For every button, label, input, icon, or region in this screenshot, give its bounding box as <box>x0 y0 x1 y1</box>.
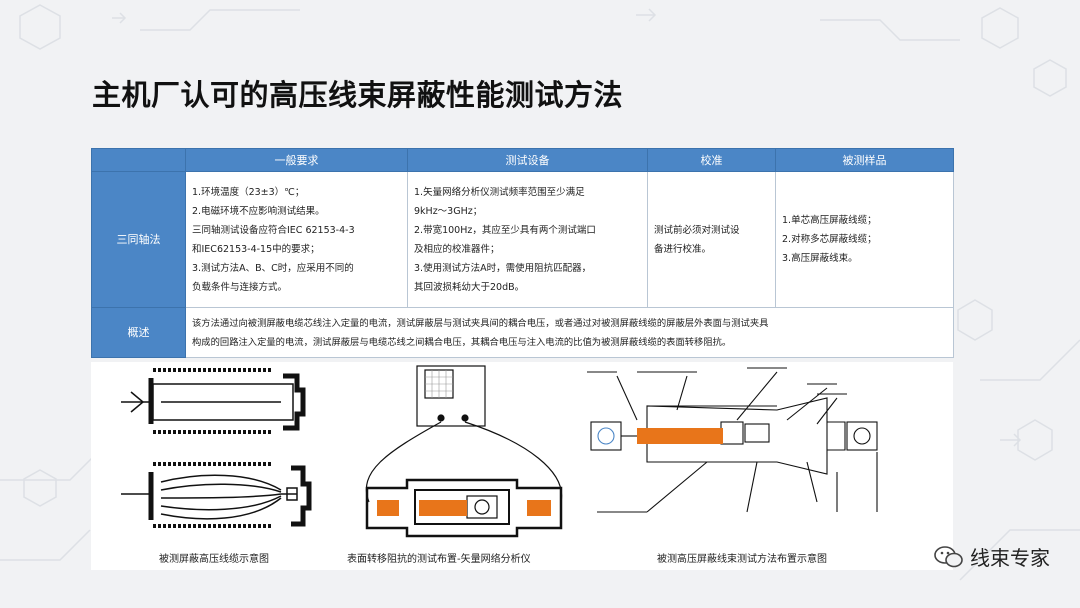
figures-panel: 被测屏蔽高压线缆示意图 表面转移阻抗的测试布置-矢量网络分析仪 <box>91 362 953 570</box>
calibration-cell: 测试前必须对测试设 备进行校准。 <box>647 171 776 308</box>
figure-caption-2: 表面转移阻抗的测试布置-矢量网络分析仪 <box>347 554 531 565</box>
text-line: 该方法通过向被测屏蔽电缆芯线注入定量的电流，测试屏蔽层与测试夹具间的耦合电压，或… <box>192 317 769 329</box>
sample-cell: 1.单芯高压屏蔽线缆； 2.对称多芯屏蔽线缆； 3.高压屏蔽线束。 <box>775 171 954 308</box>
row-label-overview: 概述 <box>91 307 186 358</box>
text-line: 负载条件与连接方式。 <box>192 281 288 293</box>
row-label-triaxial: 三同轴法 <box>91 171 186 308</box>
text-line: 2.电磁环境不应影响测试结果。 <box>192 205 325 217</box>
figure-caption-1: 被测屏蔽高压线缆示意图 <box>159 554 269 565</box>
header-sample: 被测样品 <box>775 148 954 172</box>
text-line: 3.测试方法A、B、C时，应采用不同的 <box>192 262 354 274</box>
text-line: 1.单芯高压屏蔽线缆； <box>782 215 877 226</box>
header-corner <box>91 148 186 172</box>
header-general: 一般要求 <box>185 148 408 172</box>
harness-test-layout-diagram <box>587 367 878 513</box>
text-line: 3.使用测试方法A时，需使用阻抗匹配器， <box>414 262 592 274</box>
text-line: 2.带宽100Hz，其应至少具有两个测试端口 <box>414 224 596 236</box>
text-line: 2.对称多芯屏蔽线缆； <box>782 234 877 245</box>
text-line: 备进行校准。 <box>654 243 712 255</box>
figure-caption-3: 被测高压屏蔽线束测试方法布置示意图 <box>657 554 827 565</box>
text-line: 及相应的校准器件； <box>414 243 500 255</box>
text-line: 3.高压屏蔽线束。 <box>782 253 858 264</box>
transfer-impedance-setup-diagram <box>365 365 563 538</box>
table-header-row: 一般要求 测试设备 校准 被测样品 <box>91 148 954 172</box>
text-line: 三同轴测试设备应符合IEC 62153-4-3 <box>192 224 355 236</box>
table-row: 概述 该方法通过向被测屏蔽电缆芯线注入定量的电流，测试屏蔽层与测试夹具间的耦合电… <box>91 307 954 358</box>
brand-name: 线束专家 <box>970 546 1050 570</box>
header-calibration: 校准 <box>647 148 776 172</box>
header-equipment: 测试设备 <box>407 148 648 172</box>
test-method-table: 一般要求 测试设备 校准 被测样品 三同轴法 1.环境温度（23±3）℃； 2.… <box>91 148 954 358</box>
text-line: 1.环境温度（23±3）℃； <box>192 186 305 198</box>
brand-watermark: 线束专家 <box>934 542 1050 571</box>
text-line: 9kHz～3GHz； <box>414 205 483 217</box>
text-line: 1.矢量网络分析仪测试频率范围至少满足 <box>414 186 585 198</box>
text-line: 和IEC62153-4-15中的要求； <box>192 243 320 255</box>
table-row: 三同轴法 1.环境温度（23±3）℃； 2.电磁环境不应影响测试结果。 三同轴测… <box>91 171 954 308</box>
text-line: 其回波损耗幼大于20dB。 <box>414 281 525 293</box>
text-line: 构成的回路注入定量的电流，测试屏蔽层与电缆芯线之间耦合电压，其耦合电压与注入电流… <box>192 336 732 348</box>
text-line: 测试前必须对测试设 <box>654 224 740 236</box>
overview-cell: 该方法通过向被测屏蔽电缆芯线注入定量的电流，测试屏蔽层与测试夹具间的耦合电压，或… <box>185 307 954 358</box>
page-title: 主机厂认可的高压线束屏蔽性能测试方法 <box>92 78 624 112</box>
shielded-cable-diagram <box>121 368 312 528</box>
wechat-icon <box>934 545 963 567</box>
test-equipment-cell: 1.矢量网络分析仪测试频率范围至少满足 9kHz～3GHz； 2.带宽100Hz… <box>407 171 648 308</box>
general-requirements-cell: 1.环境温度（23±3）℃； 2.电磁环境不应影响测试结果。 三同轴测试设备应符… <box>185 171 408 308</box>
